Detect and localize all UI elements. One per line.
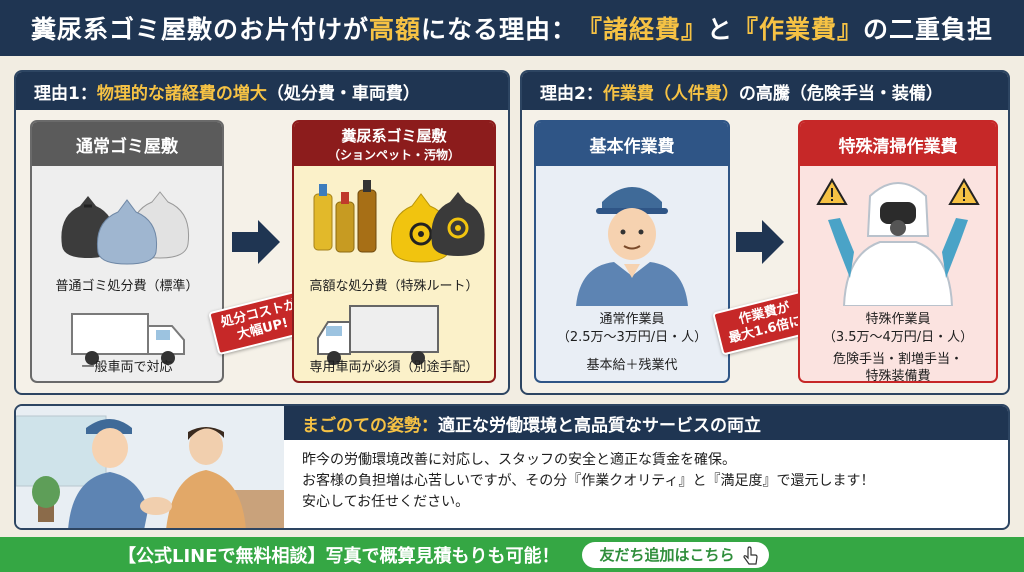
- stance-header: まごのての姿勢：適正な労働環境と高品質なサービスの両立: [284, 406, 1008, 440]
- add-friend-button[interactable]: 友だち追加はこちら: [581, 541, 769, 568]
- title-highlight: 『諸経費』: [576, 15, 707, 44]
- warning-icon: [948, 178, 980, 205]
- reason1-subtitle: （処分費・車両費）: [266, 83, 420, 104]
- reason2-header: 理由2：作業費（人件費）の高騰（危険手当・装備）: [522, 72, 1008, 110]
- special-work-heading: 特殊清掃作業費: [800, 122, 996, 166]
- arrow-right-icon: [736, 220, 784, 264]
- hazmat-worker-illustration: [816, 178, 980, 306]
- special-trash-title: 糞尿系ゴミ屋敷: [341, 127, 447, 145]
- special-work-caption-4: 特殊装備費: [865, 369, 931, 383]
- special-trash-subtitle: （ションペット・汚物）: [327, 148, 460, 162]
- worker-icon: [576, 187, 688, 306]
- arrow-right-icon: [232, 220, 280, 264]
- customer-icon: [166, 427, 246, 528]
- stance-title: 適正な労働環境と高品質なサービスの両立: [438, 415, 761, 436]
- truck-icon: [71, 313, 185, 365]
- footer-bar: 【公式LINEで無料相談】写真で概算見積もりも可能！ 友だち追加はこちら: [0, 537, 1024, 572]
- normal-trash-illustration: 普通ゴミ処分費（標準）: [55, 191, 199, 365]
- pointer-hand-icon: [742, 545, 758, 565]
- handshake-illustration: [16, 406, 284, 528]
- garbage-bag-icon: [96, 199, 158, 265]
- reason1-label: 理由1：: [34, 83, 97, 104]
- title-part: になる理由：: [420, 15, 577, 44]
- title-part: の二重負担: [863, 15, 994, 44]
- worker-icon: [68, 419, 148, 528]
- worker-illustration: [576, 187, 688, 306]
- special-caption-1: 高額な処分費（特殊ルート）: [309, 278, 478, 294]
- basic-caption-3: 基本給＋残業代: [586, 358, 678, 373]
- hazmat-suit-icon: [828, 182, 968, 306]
- handshake-icon: [140, 497, 172, 515]
- basic-caption-2: （2.5万〜3万円/日・人）: [556, 330, 708, 345]
- bottle-icon: [357, 180, 377, 253]
- truck-icon: [317, 305, 439, 365]
- title-part: 糞尿系ゴミ屋敷のお片付けが: [30, 15, 369, 44]
- basic-caption-1: 通常作業員: [599, 312, 665, 327]
- biohazard-bag-icon: [431, 192, 485, 256]
- footer-text: 【公式LINEで無料相談】写真で概算見積もりも可能！: [118, 545, 560, 567]
- title-part: と: [707, 15, 734, 44]
- normal-trash-heading: 通常ゴミ屋敷: [32, 122, 222, 166]
- stance-panel: まごのての姿勢：適正な労働環境と高品質なサービスの両立 昨今の労働環境改善に対応…: [14, 404, 1010, 530]
- reason2-title: 作業費（人件費）: [602, 83, 739, 104]
- title-highlight: 『作業費』: [733, 15, 864, 44]
- stance-body: 昨今の労働環境改善に対応し、スタッフの安全と適正な賃金を確保。 お客様の負担増は…: [302, 450, 1002, 513]
- special-work-caption-1: 特殊作業員: [865, 312, 931, 327]
- special-work-caption-2: （3.5万〜4万円/日・人）: [822, 330, 974, 345]
- page-title: 糞尿系ゴミ屋敷のお片付けが高額になる理由：『諸経費』と『作業費』の二重負担: [0, 0, 1024, 56]
- reason1-title: 物理的な諸経費の増大: [96, 83, 267, 104]
- add-friend-label: 友だち追加はこちら: [599, 546, 735, 564]
- basic-work-box: 基本作業費 通常作業員 （2.5万〜3万円/日・人） 基本給＋残業代: [534, 120, 730, 383]
- special-caption-2: 専用車両が必須（別途手配）: [309, 360, 479, 375]
- stance-label: まごのての姿勢：: [302, 415, 438, 436]
- reason2-subtitle: の高騰（危険手当・装備）: [738, 83, 943, 104]
- normal-trash-box: 通常ゴミ屋敷 普通ゴミ処分費（標準） 一般車両で対応: [30, 120, 224, 383]
- special-trash-box: 糞尿系ゴミ屋敷 （ションペット・汚物） 高額な処分費（特殊ルート）: [292, 120, 496, 383]
- stance-line: 昨今の労働環境改善に対応し、スタッフの安全と適正な賃金を確保。: [302, 452, 736, 468]
- special-work-box: 特殊清掃作業費 特殊作業員 （3.5万〜4万円/日・人） 危険手当・割増手当・ …: [798, 120, 998, 383]
- reason2-label: 理由2：: [540, 83, 603, 104]
- bottle-icon: [313, 184, 333, 251]
- warning-icon: [816, 178, 848, 205]
- stance-line: 安心してお任せください。: [302, 494, 470, 510]
- stance-line: お客様の負担増は心苦しいですが、その分『作業クオリティ』と『満足度』で還元します…: [302, 473, 875, 489]
- normal-caption-1: 普通ゴミ処分費（標準）: [55, 278, 198, 294]
- plant-icon: [32, 476, 60, 522]
- reason1-header: 理由1：物理的な諸経費の増大（処分費・車両費）: [16, 72, 508, 110]
- normal-caption-2: 一般車両で対応: [81, 360, 173, 375]
- special-trash-illustration: 高額な処分費（特殊ルート）: [309, 180, 485, 365]
- title-highlight: 高額: [368, 15, 421, 44]
- basic-work-heading: 基本作業費: [536, 122, 728, 166]
- bottle-icon: [335, 192, 355, 253]
- special-work-caption-3: 危険手当・割増手当・: [832, 352, 963, 367]
- special-trash-heading: 糞尿系ゴミ屋敷 （ションペット・汚物）: [294, 122, 494, 166]
